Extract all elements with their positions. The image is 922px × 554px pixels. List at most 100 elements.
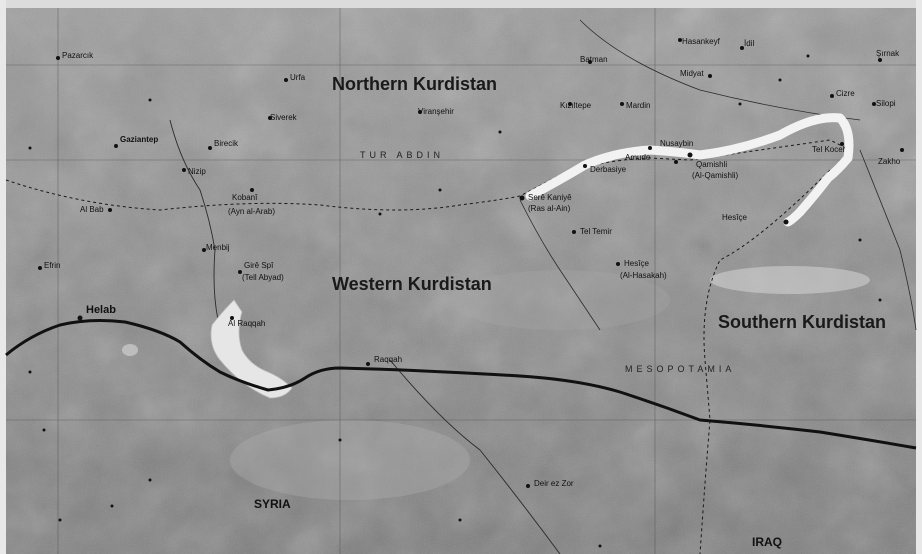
city-dot-nizip xyxy=(182,168,186,172)
city-dot-birecik xyxy=(208,146,212,150)
city-dot-hesice xyxy=(783,219,789,225)
city-label-raqqah: Raqqah xyxy=(374,355,402,364)
city-dot-til-abyad xyxy=(238,270,242,274)
city-label-pazarcik: Pazarcık xyxy=(62,51,94,60)
river-khabur xyxy=(519,199,601,331)
lake-assad xyxy=(210,299,293,399)
city-dot-qamishli xyxy=(687,152,693,158)
city-label-mardin: Mardin xyxy=(626,101,650,110)
desert-patch xyxy=(230,420,470,500)
border-turkey-syria xyxy=(5,139,851,211)
city-dot-cizre xyxy=(830,94,834,98)
city-label-viransehir: Viranşehir xyxy=(418,107,454,116)
city-label-urfa: Urfa xyxy=(290,73,306,82)
city-label-til-abyad-alt: (Tell Abyad) xyxy=(242,273,284,282)
city-label-hesice: Hesîçe xyxy=(722,213,747,222)
city-dot-hasankeyf xyxy=(678,38,682,42)
city-dot-viransehir xyxy=(418,110,422,114)
city-label-kobani: Kobanî xyxy=(232,193,258,202)
city-label-batman: Batman xyxy=(580,55,608,64)
city-label-kiziltepe: Kızıltepe xyxy=(560,101,592,110)
region-label-northern: Northern Kurdistan xyxy=(332,74,497,94)
city-label-serekaniye: Serê Kaniyê xyxy=(528,193,572,202)
region-label-western: Western Kurdistan xyxy=(332,274,492,294)
city-dot-helab xyxy=(77,315,83,321)
area-label-mesopotamia: MESOPOTAMIA xyxy=(625,364,735,374)
river-tigris-upper xyxy=(579,19,861,121)
city-dot-hasakah xyxy=(616,262,620,266)
city-label-hasakah: Hesîçe xyxy=(624,259,649,268)
city-group: Helab Al Raqqah Raqqah Deir ez Zor Qamis… xyxy=(38,37,904,488)
city-dot-al-raqqah xyxy=(230,316,234,320)
city-label-nizip: Nizip xyxy=(188,167,206,176)
city-label-sirnak: Şırnak xyxy=(876,49,900,58)
country-label-syria: SYRIA xyxy=(254,497,291,511)
frame-right xyxy=(916,0,922,554)
city-label-kobani-alt: (Ayn al-Arab) xyxy=(228,207,275,216)
city-label-til-kocer: Tel Kocer xyxy=(812,145,846,154)
city-dot-menbij xyxy=(202,248,206,252)
city-dot-nusaybin xyxy=(674,160,678,164)
city-label-hasankeyf: Hasankeyf xyxy=(682,37,721,46)
village-dots xyxy=(28,54,882,548)
city-label-serekaniye-alt: (Ras al-Ain) xyxy=(528,204,571,213)
city-dot-pazarcik xyxy=(56,56,60,60)
city-label-deir-ez-zor: Deir ez Zor xyxy=(534,479,574,488)
city-dot-idil xyxy=(740,46,744,50)
city-dot-urfa xyxy=(284,78,288,82)
city-dot-til-kocer xyxy=(840,142,844,146)
river-euphrates-upper xyxy=(169,119,219,321)
frame-left xyxy=(0,0,6,554)
city-label-cizre: Cizre xyxy=(836,89,855,98)
city-label-idil: İdil xyxy=(744,39,754,48)
city-dot-derbasiye xyxy=(583,164,587,168)
river-euphrates-lower xyxy=(389,359,561,554)
frame-top xyxy=(0,0,922,8)
graticule xyxy=(6,8,916,554)
city-label-qamishli: Qamishli xyxy=(696,160,727,169)
city-dot-deir-ez-zor xyxy=(526,484,530,488)
city-label-helab: Helab xyxy=(86,304,116,316)
city-dot-mardin xyxy=(620,102,624,106)
city-dot-afrin xyxy=(38,266,42,270)
city-label-tel-temir: Tel Temir xyxy=(580,227,612,236)
city-label-amuda: Amude xyxy=(625,153,651,162)
city-label-silopi: Silopi xyxy=(876,99,896,108)
city-dot-serekaniye xyxy=(519,195,525,201)
city-dot-silopi xyxy=(872,102,876,106)
highlighted-route xyxy=(525,113,854,227)
euphrates-line xyxy=(5,319,917,450)
desert-patch xyxy=(450,270,670,330)
city-dot-sirnak xyxy=(878,58,882,62)
lake xyxy=(122,344,138,356)
city-dot-kobani xyxy=(250,188,254,192)
city-label-derbasiye: Derbasiye xyxy=(590,165,627,174)
region-label-southern: Southern Kurdistan xyxy=(718,312,886,332)
city-label-til-abyad: Girê Spî xyxy=(244,261,274,270)
city-label-menbij: Menbij xyxy=(206,243,230,252)
city-label-qamishli-alt: (Al-Qamishli) xyxy=(692,171,739,180)
river-tigris xyxy=(859,149,917,331)
city-dot-kiziltepe xyxy=(568,102,572,106)
border-syria-iraq xyxy=(699,169,831,554)
country-label-iraq: IRAQ xyxy=(752,535,782,549)
city-label-hasakah-alt: (Al-Hasakah) xyxy=(620,271,667,280)
city-label-gaziantep: Gaziantep xyxy=(120,135,158,144)
city-label-nusaybin: Nusaybin xyxy=(660,139,693,148)
city-label-zakho: Zakho xyxy=(878,157,901,166)
city-dot-amuda xyxy=(648,146,652,150)
city-label-al-bab: Al Bab xyxy=(80,205,104,214)
city-label-siverek: Siverek xyxy=(270,113,298,122)
city-dot-al-bab xyxy=(108,208,112,212)
city-dot-midyat xyxy=(708,74,712,78)
city-label-al-raqqah: Al Raqqah xyxy=(228,319,265,328)
city-dot-zakho xyxy=(900,148,904,152)
city-dot-raqqah xyxy=(366,362,370,366)
city-dot-siverek xyxy=(268,116,272,120)
city-dot-tel-temir xyxy=(572,230,576,234)
city-dot-batman xyxy=(588,60,592,64)
city-dot-gaziantep xyxy=(114,144,118,148)
city-label-midyat: Midyat xyxy=(680,69,704,78)
